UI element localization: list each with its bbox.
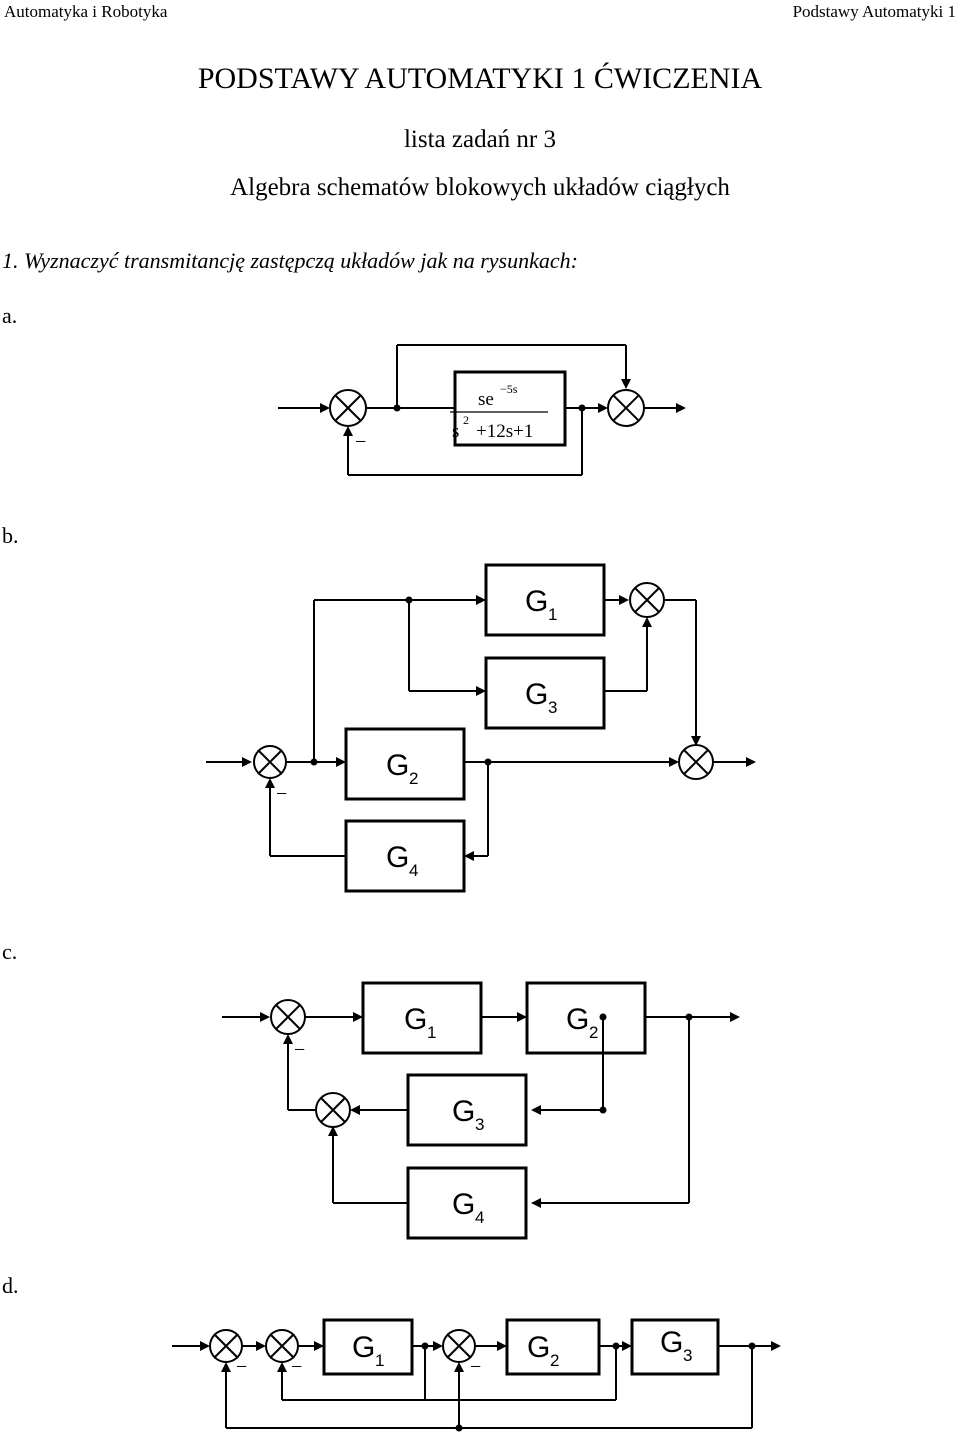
block-g1-letter: G bbox=[404, 1003, 427, 1036]
header-right: Podstawy Automatyki 1 bbox=[792, 2, 956, 21]
block-g4 bbox=[406, 1166, 528, 1240]
block-g3 bbox=[484, 656, 606, 730]
block-g1-index: 1 bbox=[548, 605, 557, 624]
block-g1-index: 1 bbox=[427, 1023, 436, 1042]
label-b: b. bbox=[2, 523, 19, 548]
block-g3-index: 3 bbox=[548, 698, 557, 717]
block-g1-letter: G bbox=[525, 585, 548, 618]
tf-denominator-power: 2 bbox=[463, 413, 469, 427]
minus-sign: − bbox=[291, 1356, 302, 1378]
block-g2-index: 2 bbox=[550, 1351, 559, 1370]
task-statement: 1. Wyznaczyć transmitancję zastępczą ukł… bbox=[2, 248, 578, 273]
minus-sign: − bbox=[470, 1356, 481, 1378]
block-g3-letter: G bbox=[660, 1326, 683, 1359]
tf-numerator-exponent: −5s bbox=[500, 382, 518, 396]
minus-sign: − bbox=[276, 783, 287, 805]
diagram-c: G 1 G 2 G 4 G 3 − bbox=[222, 981, 740, 1240]
diagram-b: G 1 G 3 G 2 G 4 − bbox=[206, 563, 756, 893]
block-g4 bbox=[344, 819, 466, 893]
block-g4-letter: G bbox=[386, 841, 409, 874]
block-g3-letter: G bbox=[525, 678, 548, 711]
block-g3 bbox=[406, 1073, 528, 1147]
block-g1 bbox=[322, 1318, 414, 1376]
tf-denominator-s: s bbox=[452, 421, 459, 442]
block-g2-letter: G bbox=[386, 749, 409, 782]
block-g3-letter: G bbox=[452, 1095, 475, 1128]
block-g1-index: 1 bbox=[375, 1351, 384, 1370]
label-a: a. bbox=[2, 303, 18, 328]
block-g4-index: 4 bbox=[409, 861, 418, 880]
block-g3-index: 3 bbox=[683, 1346, 692, 1365]
block-g2-index: 2 bbox=[589, 1023, 598, 1042]
tf-numerator: se bbox=[478, 389, 494, 410]
block-g2-letter: G bbox=[527, 1331, 550, 1364]
diagram-a: se −5s s 2 +12s+1 − bbox=[278, 344, 686, 476]
page-title: PODSTAWY AUTOMATYKI 1 ĆWICZENIA bbox=[197, 62, 763, 95]
transfer-function-block bbox=[453, 370, 567, 447]
subtitle-list-number: lista zadań nr 3 bbox=[403, 126, 557, 153]
block-g2 bbox=[344, 727, 466, 801]
block-g4-index: 4 bbox=[475, 1208, 484, 1227]
subtitle-topic: Algebra schematów blokowych układów ciąg… bbox=[230, 174, 730, 201]
minus-sign: − bbox=[236, 1356, 247, 1378]
label-d: d. bbox=[2, 1273, 19, 1298]
minus-sign: − bbox=[355, 431, 366, 453]
block-g2 bbox=[505, 1318, 601, 1376]
block-g2-index: 2 bbox=[409, 769, 418, 788]
block-g4-letter: G bbox=[452, 1188, 475, 1221]
tf-denominator-rest: +12s+1 bbox=[476, 421, 533, 442]
block-g3-index: 3 bbox=[475, 1115, 484, 1134]
minus-sign: − bbox=[294, 1039, 305, 1061]
header-left: Automatyka i Robotyka bbox=[4, 2, 168, 21]
block-g1-letter: G bbox=[352, 1331, 375, 1364]
block-g2-letter: G bbox=[566, 1003, 589, 1036]
label-c: c. bbox=[2, 939, 18, 964]
diagram-d: G 1 G 2 G 3 − − − bbox=[172, 1318, 781, 1432]
